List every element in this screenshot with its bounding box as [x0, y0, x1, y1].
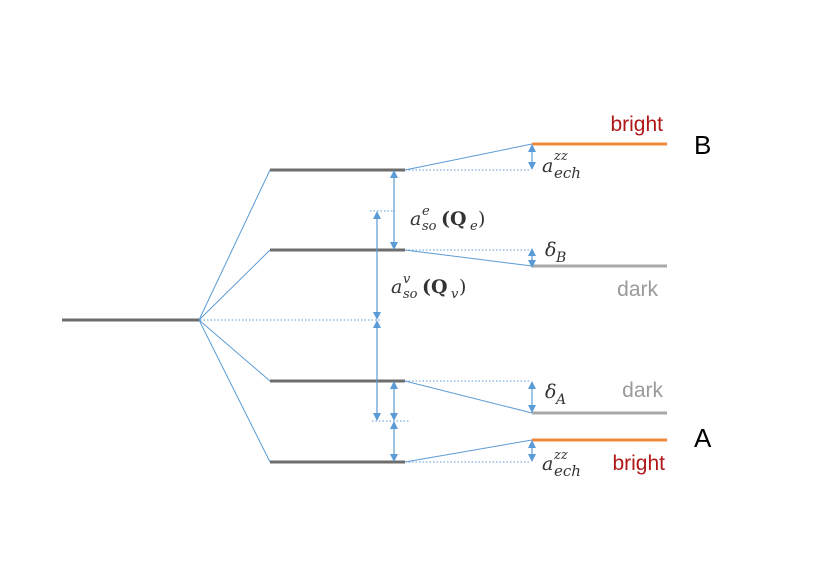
- so-e-math: a e so (Q e ): [410, 204, 485, 234]
- svg-text:e: e: [470, 219, 478, 234]
- svg-text:δ: δ: [545, 239, 556, 261]
- svg-text:e: e: [422, 204, 430, 219]
- svg-text:ech: ech: [554, 462, 581, 480]
- splitting-arrows: [373, 144, 536, 462]
- a-label: A: [694, 423, 712, 453]
- svg-text:): ): [459, 276, 466, 298]
- bottom-dark-label: dark: [622, 379, 663, 402]
- svg-text:(Q: (Q: [441, 208, 467, 230]
- top-dark-label: dark: [617, 278, 658, 301]
- fan-connectors: [198, 169, 271, 463]
- svg-text:(Q: (Q: [422, 276, 448, 298]
- svg-text:a: a: [391, 276, 402, 298]
- svg-text:so: so: [422, 219, 437, 234]
- svg-text:a: a: [542, 453, 553, 475]
- svg-text:zz: zz: [553, 149, 568, 164]
- svg-text:v: v: [451, 287, 459, 302]
- svg-text:zz: zz: [553, 448, 568, 463]
- svg-text:a: a: [410, 208, 421, 230]
- delta-a-math: δ A: [545, 381, 566, 408]
- so-v-math: a v so (Q v ): [391, 272, 466, 302]
- svg-text:a: a: [542, 155, 553, 177]
- svg-text:): ): [478, 208, 485, 230]
- bottom-bright-label: bright: [612, 452, 665, 475]
- top-bright-label: bright: [610, 113, 663, 136]
- delta-b-math: δ B: [545, 239, 566, 266]
- svg-text:ech: ech: [554, 164, 581, 182]
- svg-text:B: B: [555, 250, 566, 266]
- svg-text:A: A: [554, 392, 566, 408]
- right-connectors: [404, 143, 533, 463]
- ech-bot-math: a zz ech: [542, 448, 581, 480]
- svg-text:v: v: [403, 272, 411, 287]
- svg-text:δ: δ: [545, 381, 556, 403]
- b-label: B: [694, 130, 711, 160]
- ech-top-math: a zz ech: [542, 149, 581, 182]
- svg-text:so: so: [403, 287, 418, 302]
